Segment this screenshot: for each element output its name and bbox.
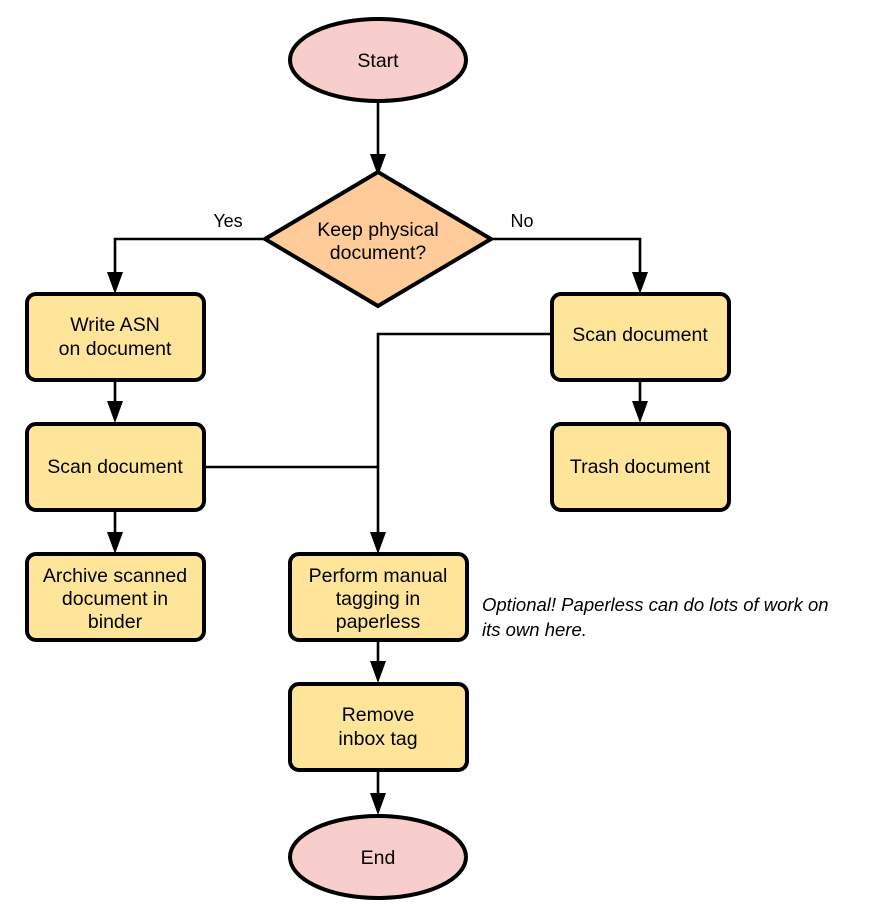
node-scan-document-right-label: Scan document	[572, 324, 708, 346]
connector-scan-right-to-tagging	[370, 332, 552, 554]
node-write-asn-label-line1: Write ASN	[70, 314, 160, 336]
connector-decision-to-scan-right	[491, 237, 648, 294]
edge-label-yes: Yes	[213, 211, 242, 231]
node-write-asn-label-line2: on document	[59, 338, 172, 360]
annotation-note-line2: its own here.	[482, 619, 587, 640]
node-scan-document-left-label: Scan document	[47, 456, 183, 478]
node-decision-keep-physical-document[interactable]: Keep physical document?	[261, 169, 495, 309]
connector-write-asn-to-scan-left	[107, 379, 123, 423]
node-remove-inbox-tag[interactable]: Remove inbox tag	[288, 682, 469, 772]
node-remove-inbox-label-line1: Remove	[342, 704, 415, 726]
node-tagging-label-line2: tagging in	[336, 588, 421, 610]
node-start[interactable]: Start	[288, 17, 468, 103]
node-decision-label-line2: document?	[330, 242, 427, 264]
node-end[interactable]: End	[288, 814, 468, 900]
annotation-note-optional: Optional! Paperless can do lots of work …	[482, 594, 829, 640]
connector-remove-inbox-to-end	[370, 771, 386, 815]
node-tagging-label-line3: paperless	[336, 611, 421, 633]
node-decision-label-line1: Keep physical	[317, 219, 438, 241]
connector-start-to-decision	[370, 101, 386, 176]
node-trash-document-label: Trash document	[570, 456, 711, 478]
node-archive-label-line1: Archive scanned	[43, 565, 187, 587]
annotation-note-line1: Optional! Paperless can do lots of work …	[482, 594, 829, 615]
node-perform-manual-tagging[interactable]: Perform manual tagging in paperless	[288, 552, 469, 642]
node-trash-document[interactable]: Trash document	[550, 422, 731, 512]
connector-scan-right-to-trash	[632, 379, 648, 423]
edge-label-no: No	[510, 211, 533, 231]
node-scan-document-left[interactable]: Scan document	[25, 422, 206, 512]
node-remove-inbox-label-line2: inbox tag	[338, 728, 417, 750]
node-archive-label-line3: binder	[88, 611, 143, 633]
node-write-asn-on-document[interactable]: Write ASN on document	[25, 292, 206, 382]
node-end-label: End	[361, 847, 396, 869]
connector-decision-to-write-asn	[107, 237, 264, 294]
node-start-label: Start	[357, 50, 399, 72]
connector-scan-left-to-archive	[107, 511, 123, 554]
connector-tagging-to-remove-inbox	[370, 642, 386, 683]
node-archive-label-line2: document in	[62, 588, 168, 610]
node-scan-document-right[interactable]: Scan document	[550, 292, 731, 382]
node-archive-scanned-document[interactable]: Archive scanned document in binder	[25, 552, 206, 642]
node-tagging-label-line1: Perform manual	[309, 565, 448, 587]
